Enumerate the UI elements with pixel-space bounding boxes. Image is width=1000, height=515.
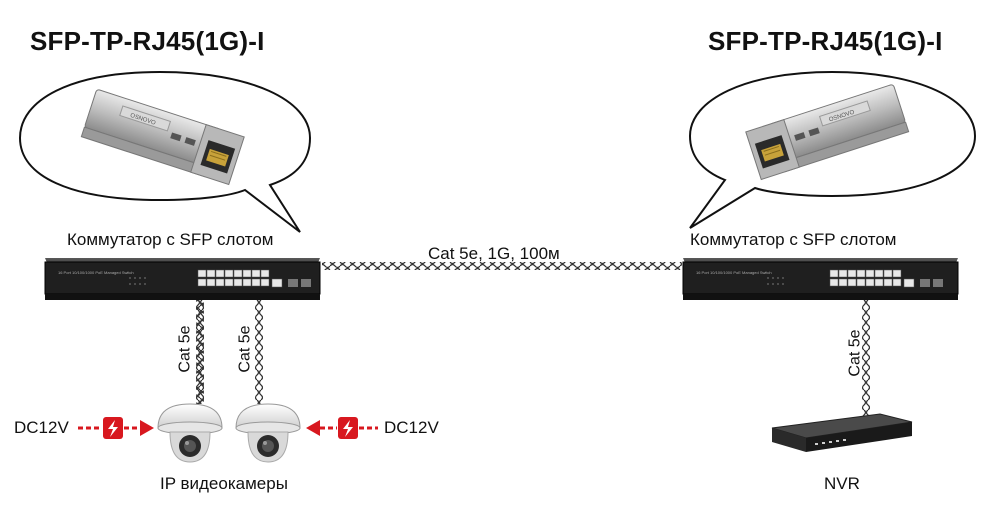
nvr-label: NVR — [824, 474, 860, 493]
right-module-title: SFP-TP-RJ45(1G)-I — [708, 26, 943, 56]
nvr-cable — [862, 300, 870, 418]
right-switch: 16 Port 10/100/1000 PoE Managed Switch — [682, 258, 959, 300]
link-label: Cat 5e, 1G, 100м — [428, 244, 560, 263]
uplink-cable — [322, 262, 682, 270]
left-sfp-module: OSNOVO — [80, 89, 245, 186]
ip-camera-2 — [235, 403, 301, 463]
cameras-label: IP видеокамеры — [160, 474, 288, 493]
left-module-title: SFP-TP-RJ45(1G)-I — [30, 26, 265, 56]
nvr-device — [771, 413, 913, 452]
nvr-cable-label: Cat 5e — [846, 329, 864, 377]
left-switch: 16 Port 10/100/1000 PoE Managed Switch — [44, 258, 321, 300]
svg-text:16 Port 10/100/1000 PoE Manage: 16 Port 10/100/1000 PoE Managed Switch — [696, 270, 772, 275]
left-switch-label: Коммутатор с SFP слотом — [67, 230, 274, 249]
ip-camera-1 — [157, 403, 223, 463]
camera-cable-label-1: Cat 5e — [176, 325, 194, 373]
power-left-label: DC12V — [14, 418, 69, 437]
right-switch-label: Коммутатор с SFP слотом — [690, 230, 897, 249]
svg-text:16 Port 10/100/1000 PoE Manage: 16 Port 10/100/1000 PoE Managed Switch — [58, 270, 134, 275]
power-arrow-left — [78, 417, 154, 439]
power-arrow-right — [306, 417, 378, 439]
camera-cable-2 — [255, 300, 263, 404]
right-sfp-module: OSNOVO — [745, 84, 910, 181]
power-right-label: DC12V — [384, 418, 439, 437]
camera-cable-label-2: Cat 5e — [236, 325, 254, 373]
lightning-icon — [108, 420, 118, 437]
lightning-icon — [343, 420, 353, 437]
